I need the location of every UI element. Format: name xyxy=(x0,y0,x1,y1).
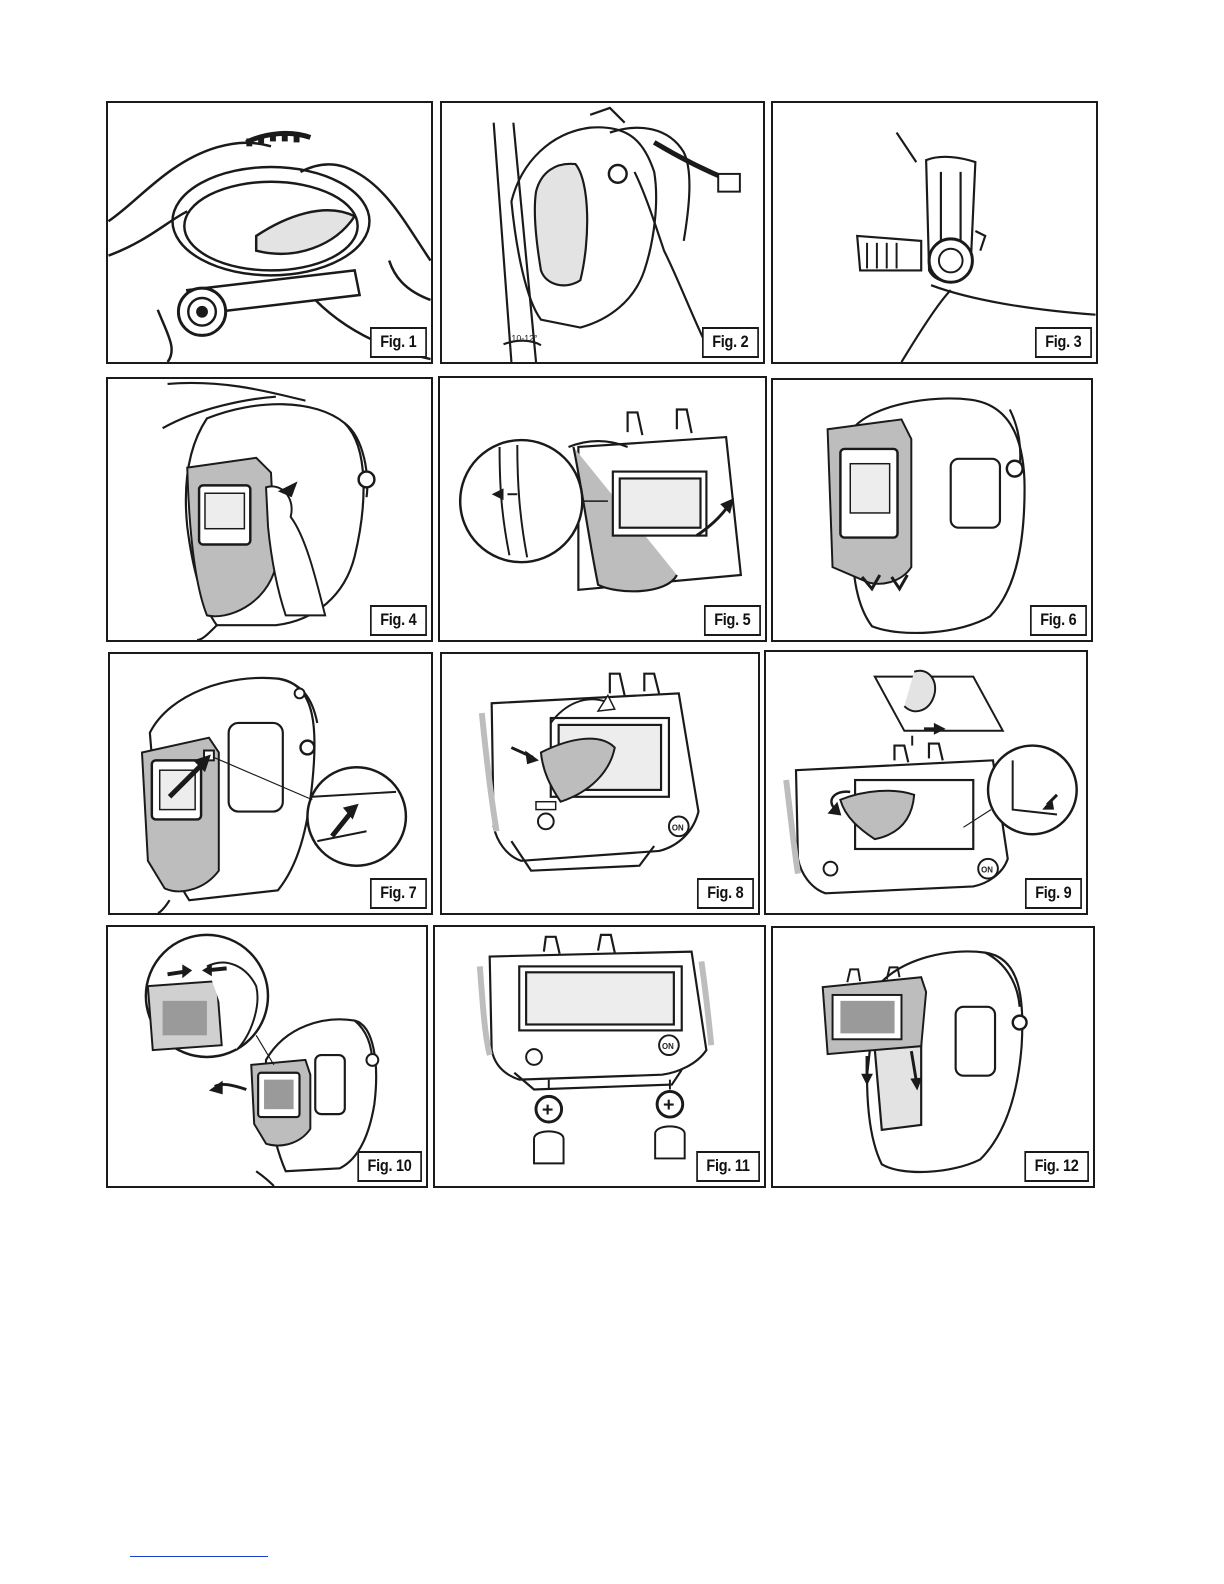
figure-4-panel: Fig. 4 xyxy=(106,377,433,642)
lens-insertion-illustration xyxy=(110,654,431,913)
protective-film-peel-illustration: ON xyxy=(766,652,1086,913)
figure-10-panel: Fig. 10 xyxy=(106,925,428,1188)
on-button-label: ON xyxy=(662,1042,674,1051)
battery-left-icon: + xyxy=(534,1080,564,1164)
adjustment-knob-icon xyxy=(178,288,225,335)
figure-6-panel: Fig. 6 xyxy=(771,378,1093,642)
figure-label: Fig. 9 xyxy=(1025,878,1082,909)
side-knob-icon xyxy=(366,1054,378,1066)
side-knob-icon xyxy=(359,472,375,488)
filter-cassette-insertion-illustration xyxy=(773,928,1093,1186)
shade-dial-icon xyxy=(824,862,838,876)
figure-5-panel: Fig. 5 xyxy=(438,376,767,642)
helmet-handling-illustration xyxy=(108,379,431,640)
lens-holder-release-illustration xyxy=(773,380,1091,640)
headband-adjustment-illustration xyxy=(108,103,431,362)
figure-1-panel: Fig. 1 xyxy=(106,101,433,364)
figure-9-panel: ON Fig. 9 xyxy=(764,650,1088,915)
on-button-label: ON xyxy=(981,866,993,875)
pivot-joint-detail-illustration xyxy=(773,103,1096,362)
down-arrow-icon xyxy=(861,1074,873,1086)
side-knob-icon xyxy=(1013,1016,1027,1030)
figure-11-panel: ON + + Fig. 11 xyxy=(433,925,766,1188)
figure-8-panel: ON Fig. 8 xyxy=(440,652,760,915)
figure-3-panel: Fig. 3 xyxy=(771,101,1098,364)
figure-label: Fig. 2 xyxy=(702,327,759,358)
rear-knob-icon xyxy=(718,174,740,192)
helmet-tilt-angle-illustration: 10-12° xyxy=(442,103,763,362)
pivot-knob-icon xyxy=(609,165,627,183)
figure-label: Fig. 10 xyxy=(358,1151,422,1182)
figure-7-panel: Fig. 7 xyxy=(108,652,433,915)
pull-arrow-icon xyxy=(209,1081,223,1095)
figure-12-panel: Fig. 12 xyxy=(771,926,1095,1188)
svg-text:+: + xyxy=(542,1099,554,1121)
filter-cassette-removal-illustration xyxy=(108,927,426,1186)
shade-dial-icon xyxy=(526,1049,542,1065)
figure-label: Fig. 7 xyxy=(370,878,427,909)
figure-label: Fig. 1 xyxy=(370,327,427,358)
shade-dial-icon xyxy=(538,814,554,830)
footnote-link-line[interactable] xyxy=(130,1556,268,1557)
figure-label: Fig. 3 xyxy=(1035,327,1092,358)
angle-annotation: 10-12° xyxy=(511,333,538,343)
figure-label: Fig. 12 xyxy=(1025,1151,1089,1182)
inside-lens-removal-illustration: ON xyxy=(442,654,758,913)
figure-label: Fig. 8 xyxy=(697,878,754,909)
side-knob-icon xyxy=(301,741,315,755)
adjustment-lever-icon xyxy=(857,236,921,270)
side-knob-icon xyxy=(1007,461,1023,477)
svg-text:+: + xyxy=(663,1094,675,1116)
cover-lens-removal-illustration xyxy=(440,378,765,640)
zoom-detail-circle xyxy=(988,746,1077,835)
battery-replacement-illustration: ON + + xyxy=(435,927,764,1186)
figure-label: Fig. 11 xyxy=(696,1151,760,1182)
zoom-detail-circle xyxy=(307,767,405,865)
figure-label: Fig. 6 xyxy=(1030,605,1087,636)
zoom-detail-circle xyxy=(460,440,582,562)
figure-label: Fig. 4 xyxy=(370,605,427,636)
figure-label: Fig. 5 xyxy=(704,605,761,636)
figure-2-panel: 10-12° Fig. 2 xyxy=(440,101,765,364)
battery-right-icon: + xyxy=(655,1080,685,1159)
on-button-label: ON xyxy=(672,823,684,832)
